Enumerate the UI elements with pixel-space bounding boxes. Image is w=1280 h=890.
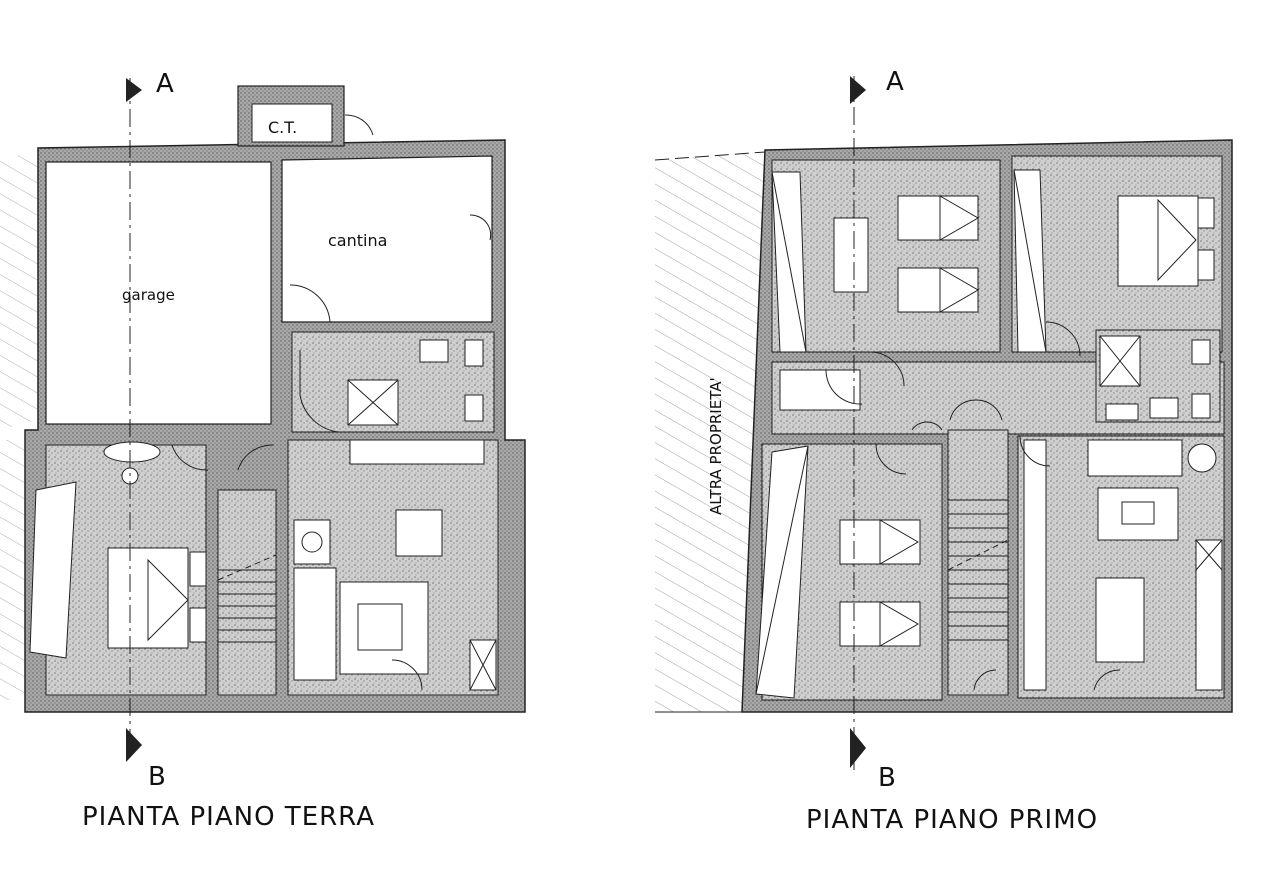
garage-room bbox=[45, 161, 272, 425]
ct-room bbox=[251, 103, 333, 143]
first-door-swings bbox=[825, 321, 1121, 691]
garage-label: garage bbox=[122, 286, 175, 304]
ground-section-label-a: A bbox=[156, 69, 174, 99]
first-section-arrow-b bbox=[850, 728, 866, 768]
first-kitchen-unit bbox=[1195, 539, 1223, 691]
first-dining-table bbox=[1095, 577, 1145, 663]
ground-door-swings bbox=[171, 114, 492, 691]
first-stair-zone bbox=[947, 429, 1009, 696]
ground-basin bbox=[103, 441, 161, 463]
cantina-label: cantina bbox=[328, 231, 387, 250]
first-floor-plan: A B ALTRA PROPRIETA' PIANTA PIANO PRIMO bbox=[654, 67, 1233, 835]
neighbor-property-label: ALTRA PROPRIETA' bbox=[707, 377, 725, 515]
ground-section-label-b: B bbox=[148, 762, 166, 792]
ground-section-arrow-b bbox=[126, 728, 142, 762]
first-sofa bbox=[1087, 439, 1183, 477]
ground-wc bbox=[464, 394, 484, 422]
first-bedroom-twin-top bbox=[771, 159, 1001, 353]
ground-bidet bbox=[464, 339, 484, 367]
ground-sink bbox=[419, 339, 449, 363]
cantina-room bbox=[281, 155, 493, 323]
ground-kitchen-counter bbox=[349, 439, 485, 465]
ct-label: C.T. bbox=[268, 118, 297, 137]
ground-plan-title: PIANTA PIANO TERRA bbox=[82, 802, 375, 832]
first-hall-closet bbox=[779, 369, 861, 411]
first-single-bed-1 bbox=[897, 195, 979, 241]
ground-neighbor-hatch bbox=[0, 150, 38, 430]
first-section-label-a: A bbox=[886, 67, 904, 97]
ground-stair-zone bbox=[217, 489, 277, 696]
ground-wardrobe bbox=[29, 481, 77, 659]
first-section-label-b: B bbox=[878, 763, 896, 793]
ground-stairs bbox=[217, 554, 277, 643]
first-single-bed-2 bbox=[897, 267, 979, 313]
first-round-table bbox=[1187, 443, 1217, 473]
first-plan-title: PIANTA PIANO PRIMO bbox=[806, 805, 1098, 835]
first-stairs bbox=[947, 499, 1009, 641]
first-coffee-table bbox=[1121, 501, 1155, 525]
ground-coffee-table bbox=[357, 603, 403, 651]
ground-section-arrow-a bbox=[126, 78, 142, 102]
first-desk-top bbox=[833, 217, 869, 293]
ground-sofa bbox=[293, 567, 337, 681]
ground-dining-table bbox=[395, 509, 443, 557]
first-kitchen-counter bbox=[1023, 439, 1047, 691]
ground-floor-plan: garage cantina C.T. A B PIANTA PIANO TER… bbox=[0, 69, 526, 832]
first-neighbor-hatch bbox=[655, 152, 765, 712]
ground-stove bbox=[293, 519, 331, 565]
first-section-arrow-a bbox=[850, 76, 866, 104]
